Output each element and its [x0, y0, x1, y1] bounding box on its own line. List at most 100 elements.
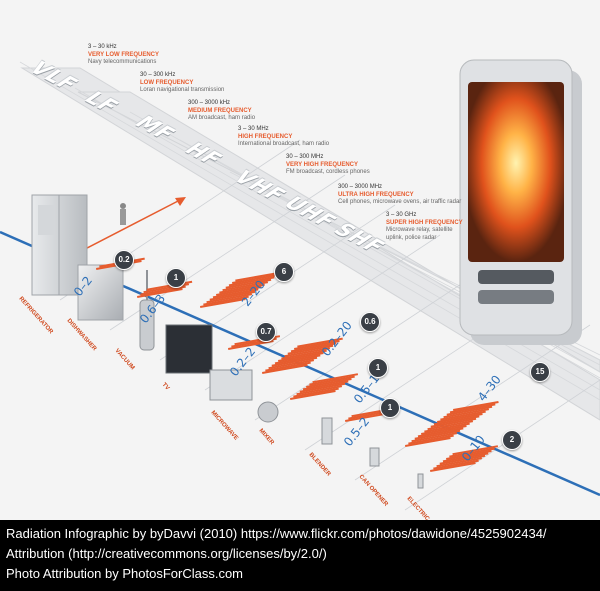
bar-segment-microwave [262, 364, 308, 374]
bar-segment-mixer [293, 387, 339, 398]
bar-segment-vacuum [206, 293, 253, 304]
average-badge-tv: 0.7 [256, 322, 276, 342]
bar-segment-can-opener [440, 410, 486, 421]
band-range: 30 – 300 kHz [140, 72, 176, 78]
bar-segment-mixer [306, 378, 352, 388]
bar-segment-can-opener [433, 415, 480, 426]
bar-segment-microwave [268, 359, 315, 370]
caption-license: Attribution (http://creativecommons.org/… [6, 546, 327, 561]
band-uses: Microwave relay, satellite [386, 227, 453, 233]
bar-segment-electric-shaver [442, 452, 489, 463]
bar-segment-can-opener [421, 425, 467, 435]
band-uses: Loran navigational transmission [140, 87, 225, 93]
bar-segment-can-opener [430, 417, 477, 428]
average-badge-microwave: 0.6 [360, 312, 380, 332]
band-name: VERY HIGH FREQUENCY [286, 161, 359, 168]
caption: Radiation Infographic by byDavvi (2010) … [0, 520, 600, 591]
bar-segment-vacuum [222, 281, 269, 292]
bar-segment-dishwasher [140, 285, 186, 296]
band-uses: AM broadcast, ham radio [188, 115, 256, 121]
band-name: VERY LOW FREQUENCY [88, 51, 160, 58]
bar-segment-tv [228, 340, 274, 350]
bar-segment-microwave [287, 344, 334, 355]
bar-segment-vacuum [219, 283, 265, 294]
appliance-separators [59, 139, 600, 511]
bar-segment-vacuum [209, 290, 256, 301]
band-uses: Cell phones, microwave ovens, air traffi… [338, 199, 462, 205]
average-badge-blender: 1 [380, 398, 400, 418]
band-name: HIGH FREQUENCY [238, 133, 293, 140]
bar-segment-electric-shaver [433, 459, 479, 470]
average-badge-dishwasher: 1 [166, 268, 186, 288]
bar-segment-can-opener [424, 422, 470, 433]
bar-segment-microwave [290, 342, 337, 353]
bar-segment-vacuum [235, 271, 281, 282]
bar-segment-vacuum [231, 274, 278, 284]
bar-segment-vacuum [200, 298, 246, 308]
bar-segment-blender [345, 412, 391, 422]
bar-segment-can-opener [408, 434, 454, 445]
bar-segment-mixer [290, 390, 336, 400]
electric-shaver-illustration [417, 473, 424, 489]
phone-illustration [459, 59, 582, 345]
bar-segment-can-opener [443, 408, 490, 419]
bar-segment-can-opener [437, 413, 483, 423]
bar-segment-electric-shaver [430, 462, 476, 472]
band-uses: FM broadcast, cordless phones [286, 169, 370, 175]
bar-segment-dishwasher [136, 288, 183, 298]
bar-segment-electric-shaver [446, 450, 492, 460]
bar-segment-mixer [299, 382, 346, 393]
bar-segment-can-opener [427, 420, 474, 431]
band-range: 30 – 300 MHz [286, 154, 324, 160]
bar-segment-can-opener [453, 401, 499, 411]
bar-segment-microwave [274, 354, 321, 365]
bar-segment-microwave [265, 361, 311, 372]
microwave-illustration [209, 369, 253, 401]
average-badge-electric-shaver: 2 [502, 430, 522, 450]
band-range: 3 – 30 MHz [238, 126, 269, 132]
bar-segment-microwave [271, 356, 318, 367]
bar-segment-mixer [312, 373, 359, 384]
mixer-illustration [257, 401, 279, 423]
band-name: ULTRA HIGH FREQUENCY [338, 191, 414, 198]
bar-segment-can-opener [414, 429, 461, 440]
bar-segment-vacuum [225, 278, 272, 289]
average-badge-vacuum: 6 [274, 262, 294, 282]
band-name: LOW FREQUENCY [140, 79, 194, 86]
bar-segment-mixer [296, 385, 343, 396]
dishwasher-illustration [77, 264, 124, 321]
band-uses: Navy telecommunications [88, 59, 157, 65]
bar-segment-can-opener [411, 432, 458, 443]
blender-illustration [321, 417, 333, 445]
band-range: 3 – 30 kHz [88, 44, 117, 50]
bar-segment-can-opener [446, 405, 493, 416]
band-range: 300 – 3000 kHz [188, 100, 231, 106]
bar-segment-can-opener [417, 427, 464, 438]
bar-segment-electric-shaver [449, 447, 495, 458]
bar-segment-vacuum [212, 288, 259, 299]
bar-segment-mixer [302, 380, 349, 391]
band-uses: International broadcast, ham radio [238, 141, 330, 147]
band-uses: uplink, police radar [386, 234, 437, 241]
bar-segment-microwave [294, 340, 340, 350]
band-name: MEDIUM FREQUENCY [188, 107, 252, 114]
average-badge-can-opener: 15 [530, 362, 550, 382]
band-range: 3 – 30 GHz [386, 212, 417, 218]
bar-segment-electric-shaver [436, 457, 483, 468]
bar-segment-vacuum [203, 295, 249, 306]
bar-segment-electric-shaver [452, 445, 499, 456]
person-figure [120, 203, 126, 225]
bar-segment-can-opener [405, 437, 451, 447]
average-badge-mixer: 1 [368, 358, 388, 378]
bar-segment-microwave [284, 347, 331, 358]
bar-segment-electric-shaver [439, 454, 486, 465]
bar-segment-can-opener [449, 403, 496, 414]
